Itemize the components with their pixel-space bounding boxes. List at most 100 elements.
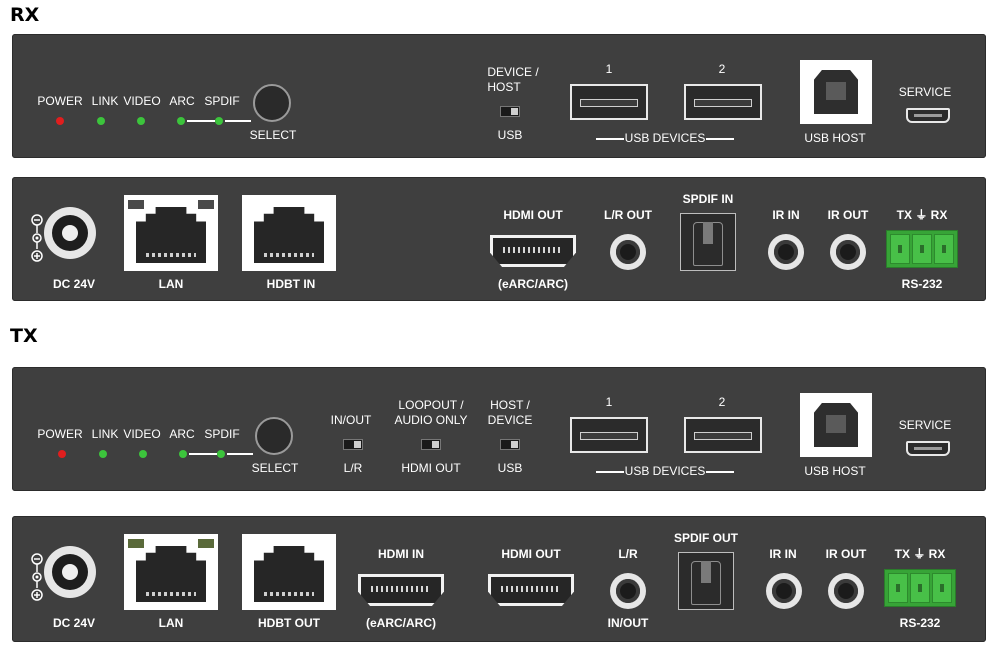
tx-switch2-top-label-2: AUDIO ONLY <box>394 413 468 427</box>
tx-service-micro-usb-port[interactable] <box>906 441 950 456</box>
tx-ir-out-label: IR OUT <box>825 547 867 561</box>
rx-lr-out-label: L/R OUT <box>604 208 652 222</box>
tx-hdmi-out-port[interactable] <box>488 574 574 606</box>
tx-lr-label: L/R <box>618 547 638 561</box>
rx-usb-devices-line-left <box>596 138 624 140</box>
rx-link-led <box>97 117 105 125</box>
tx-usb-devices-line-left <box>596 471 624 473</box>
tx-power-led <box>58 450 66 458</box>
rx-lan-port[interactable] <box>124 195 218 271</box>
tx-select-button[interactable] <box>255 417 293 455</box>
rx-rs232-label: RS-232 <box>901 277 943 291</box>
rx-ir-out-jack[interactable] <box>830 234 866 270</box>
rx-usb-a-port-2[interactable] <box>684 84 762 120</box>
rx-ir-in-jack[interactable] <box>768 234 804 270</box>
tx-spdif-out-port[interactable] <box>678 552 734 610</box>
rx-dc-power-jack[interactable] <box>44 207 96 259</box>
rx-dc-label: DC 24V <box>52 277 96 291</box>
rx-spdif-select-link-line <box>225 120 251 122</box>
rx-power-led <box>56 117 64 125</box>
tx-ir-out-jack[interactable] <box>828 573 864 609</box>
tx-arc-spdif-link-line <box>189 453 217 455</box>
rx-rs232-terminal[interactable] <box>886 230 958 268</box>
rx-spdif-in-label: SPDIF IN <box>682 192 734 206</box>
tx-usb-port-2-label: 2 <box>718 395 726 409</box>
tx-select-label: SELECT <box>251 461 299 475</box>
tx-switch3-top-label-1: HOST / <box>490 398 530 412</box>
tx-hdmi-out-label: HDMI OUT <box>501 547 561 561</box>
rx-led-link-label: LINK <box>91 94 119 108</box>
tx-led-link-label: LINK <box>91 427 119 441</box>
rx-service-micro-usb-port[interactable] <box>906 108 950 123</box>
rx-led-arc-label: ARC <box>169 94 195 108</box>
tx-usb-a-port-2[interactable] <box>684 417 762 453</box>
tx-switch3-top-label-2: DEVICE <box>487 413 533 427</box>
rx-usb-a-port-1[interactable] <box>570 84 648 120</box>
rx-lr-out-jack[interactable] <box>610 234 646 270</box>
rx-usb-port-1-label: 1 <box>605 62 613 76</box>
rx-switch-bottom-label: USB <box>497 128 523 142</box>
tx-hdmi-in-label: HDMI IN <box>378 547 424 561</box>
rx-device-host-switch[interactable] <box>500 106 520 117</box>
rx-usb-port-2-label: 2 <box>718 62 726 76</box>
tx-usb-b-port[interactable] <box>800 393 872 457</box>
rx-lan-label: LAN <box>158 277 184 291</box>
tx-switch2-top-label-1: LOOPOUT / <box>398 398 464 412</box>
rx-led-spdif-label: SPDIF <box>204 94 240 108</box>
tx-ir-in-jack[interactable] <box>766 573 802 609</box>
tx-lan-port[interactable] <box>124 534 218 610</box>
dc-polarity-icon <box>31 553 43 601</box>
tx-led-video-label: VIDEO <box>123 427 161 441</box>
rx-usb-devices-label: USB DEVICES <box>624 131 706 145</box>
dc-polarity-icon <box>31 214 43 262</box>
rx-ir-in-label: IR IN <box>772 208 800 222</box>
rx-arc-led <box>177 117 185 125</box>
tx-switch3-bottom-label: USB <box>497 461 523 475</box>
tx-dc-label: DC 24V <box>52 616 96 630</box>
rx-hdmi-out-port[interactable] <box>490 235 576 267</box>
tx-front-panel: POWER LINK VIDEO ARC SPDIF SELECT IN/OUT… <box>12 367 986 491</box>
tx-usb-a-port-1[interactable] <box>570 417 648 453</box>
tx-hdmi-in-port[interactable] <box>358 574 444 606</box>
tx-led-power-label: POWER <box>37 427 83 441</box>
rx-led-video-label: VIDEO <box>123 94 161 108</box>
rx-hdmi-out-sub-label: (eARC/ARC) <box>498 277 568 291</box>
rx-spdif-in-port[interactable] <box>680 213 736 271</box>
tx-lan-label: LAN <box>158 616 184 630</box>
rx-usb-devices-line-right <box>706 138 734 140</box>
rx-usb-b-port[interactable] <box>800 60 872 124</box>
tx-rs232-label: RS-232 <box>899 616 941 630</box>
rx-service-label: SERVICE <box>898 85 952 99</box>
rx-switch-top-label-1: DEVICE / <box>487 65 539 79</box>
tx-dc-power-jack[interactable] <box>44 546 96 598</box>
rx-select-button[interactable] <box>253 84 291 122</box>
tx-arc-led <box>179 450 187 458</box>
rx-led-power-label: POWER <box>37 94 83 108</box>
tx-spdif-out-label: SPDIF OUT <box>673 531 739 545</box>
tx-hdbt-port[interactable] <box>242 534 336 610</box>
rx-ir-out-label: IR OUT <box>827 208 869 222</box>
tx-host-device-switch[interactable] <box>500 439 520 450</box>
rx-select-label: SELECT <box>249 128 297 142</box>
rx-front-panel: POWER LINK VIDEO ARC SPDIF SELECT DEVICE… <box>12 34 986 158</box>
tx-hdbt-label: HDBT OUT <box>258 616 320 630</box>
rx-arc-spdif-link-line <box>187 120 215 122</box>
tx-led-spdif-label: SPDIF <box>204 427 240 441</box>
tx-section-title: TX <box>10 325 38 347</box>
rx-video-led <box>137 117 145 125</box>
tx-switch2-bottom-label: HDMI OUT <box>401 461 461 475</box>
rx-section-title: RX <box>10 4 40 26</box>
tx-switch1-bottom-label: L/R <box>343 461 363 475</box>
rx-rear-panel: DC 24V LAN HDBT IN HDMI OUT (eARC/ARC) L… <box>12 177 986 301</box>
tx-led-arc-label: ARC <box>169 427 195 441</box>
tx-loopout-audio-only-switch[interactable] <box>421 439 441 450</box>
tx-rear-panel: DC 24V LAN HDBT OUT HDMI IN (eARC/ARC) H… <box>12 516 986 642</box>
rx-hdbt-port[interactable] <box>242 195 336 271</box>
rx-spdif-led <box>215 117 223 125</box>
tx-rs232-terminal[interactable] <box>884 569 956 607</box>
tx-lr-jack[interactable] <box>610 573 646 609</box>
tx-lr-in-out-switch[interactable] <box>343 439 363 450</box>
tx-usb-host-label: USB HOST <box>804 464 866 478</box>
tx-switch1-top-label: IN/OUT <box>330 413 372 427</box>
rx-usb-host-label: USB HOST <box>804 131 866 145</box>
